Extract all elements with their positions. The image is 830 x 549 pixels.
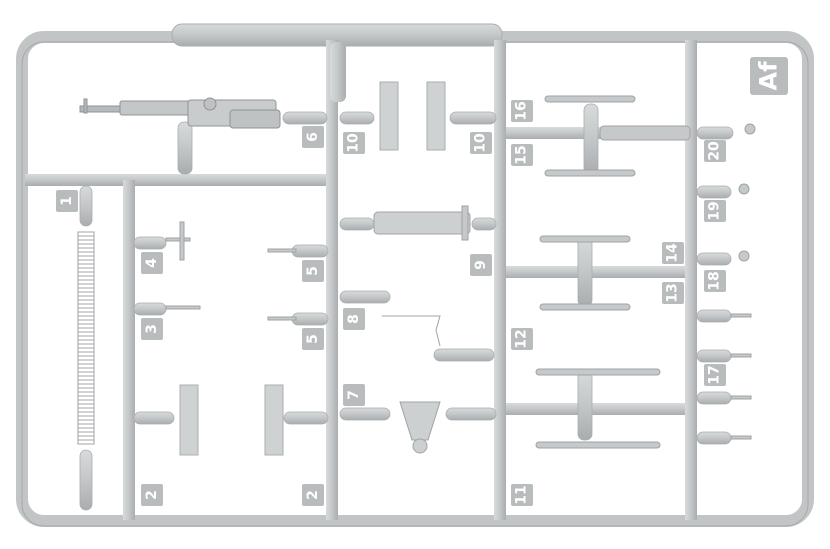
part-number-tag: 20 <box>704 140 726 162</box>
part-number-tag: 15 <box>511 144 533 166</box>
sprue-code-tag: Af <box>750 57 788 95</box>
part-number-tag: 10 <box>470 132 492 154</box>
part-number-tag: 19 <box>704 200 726 222</box>
runner <box>500 266 690 278</box>
part-rod <box>267 316 297 321</box>
part-number-tag: 3 <box>141 318 163 340</box>
runner <box>330 42 346 102</box>
part-block <box>379 81 399 151</box>
part-rod <box>165 305 201 310</box>
runner <box>123 180 135 520</box>
part-number-tag: 2 <box>302 484 324 506</box>
part-block <box>264 384 284 456</box>
part-number-tag: 6 <box>302 126 324 148</box>
part-number-tag: 12 <box>511 328 533 350</box>
part-number-tag: 16 <box>511 100 533 122</box>
part-number-tag: 8 <box>343 308 365 330</box>
runner <box>494 40 506 520</box>
runner <box>685 40 697 520</box>
part-number-tag: 5 <box>302 328 324 350</box>
part-number-tag: 5 <box>302 260 324 282</box>
part-block <box>179 384 199 456</box>
machine-gun-part <box>79 97 281 129</box>
part-number-tag: 7 <box>343 384 365 406</box>
part-number-tag: 10 <box>343 132 365 154</box>
part-number-tag: 2 <box>141 484 163 506</box>
part-number-tag: 11 <box>511 484 533 506</box>
part-number-tag: 14 <box>662 242 684 264</box>
spring-part <box>77 231 95 445</box>
runner <box>500 403 690 415</box>
part-number-tag: 4 <box>141 252 163 274</box>
part-number-tag: 18 <box>704 270 726 292</box>
part-block <box>426 81 446 151</box>
part-number-tag: 13 <box>662 282 684 304</box>
part-mount <box>399 401 441 441</box>
part-number-tag: 9 <box>470 254 492 276</box>
part-number-tag: 1 <box>56 190 78 212</box>
part-rod <box>165 237 191 242</box>
part-frame <box>373 211 471 235</box>
part-rod <box>267 248 297 253</box>
runner <box>326 40 338 520</box>
part-bipod <box>382 315 441 347</box>
runner <box>25 174 335 186</box>
part-number-tag: 17 <box>704 364 726 386</box>
